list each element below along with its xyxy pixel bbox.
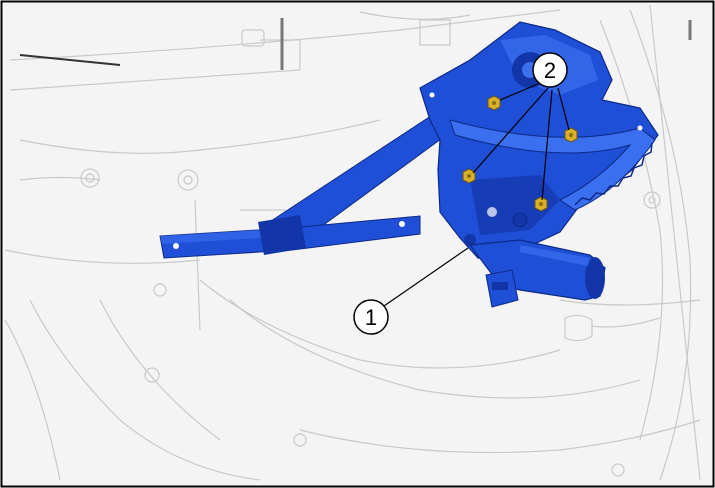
callout-1-circle <box>353 299 389 335</box>
callout-2-label: 2 <box>544 58 556 83</box>
window-regulator-assembly <box>159 21 659 308</box>
callout-2: 2 <box>472 52 570 201</box>
sector-gear <box>449 119 656 211</box>
callout-1-label: 1 <box>365 305 377 330</box>
callout-1: 1 <box>353 247 469 335</box>
callout-2-circle <box>532 52 568 88</box>
regulator-motor <box>468 239 606 308</box>
